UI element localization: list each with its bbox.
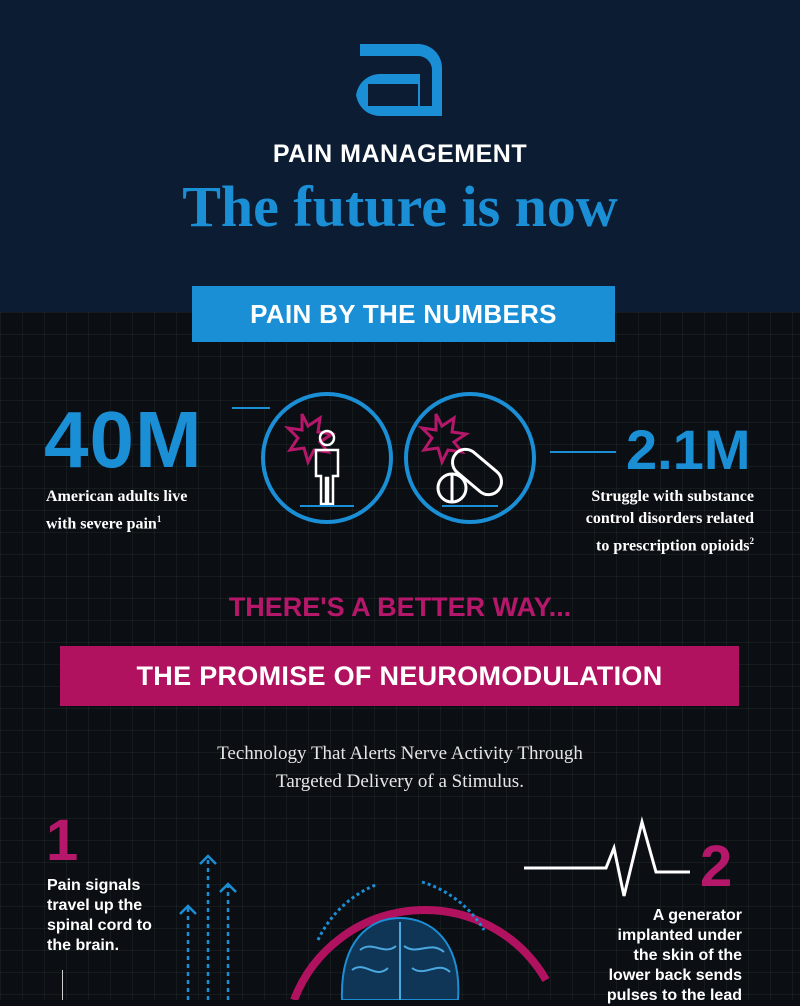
stat-left-ref: 1 xyxy=(156,514,162,524)
page-title: The future is now xyxy=(182,174,618,239)
stat-icons xyxy=(232,392,616,524)
stat-right-line3: to prescription opioids xyxy=(596,537,750,555)
page-kicker: PAIN MANAGEMENT xyxy=(272,140,528,168)
promise-subtitle-line1: Technology That Alerts Nerve Activity Th… xyxy=(217,743,583,764)
numbers-banner: PAIN BY THE NUMBERS xyxy=(192,286,615,342)
numbers-banner-label: PAIN BY THE NUMBERS xyxy=(250,298,557,329)
stat-left-value: 40M xyxy=(44,395,203,484)
neuromodulation-illustration xyxy=(179,816,690,1000)
brain-icon xyxy=(340,916,460,1000)
stat-right-ref: 2 xyxy=(749,536,755,546)
stat-right-line1: Struggle with substance xyxy=(591,488,754,505)
promise-subtitle: Technology That Alerts Nerve Activity Th… xyxy=(150,740,650,796)
stat-left-line1: American adults live xyxy=(46,488,188,505)
up-arrows-icon xyxy=(179,854,237,1000)
promise-banner: THE PROMISE OF NEUROMODULATION xyxy=(60,646,739,706)
better-way-heading: THERE'S A BETTER WAY... xyxy=(228,592,572,622)
heartbeat-icon xyxy=(524,816,690,897)
stat-left-line2: with severe pain xyxy=(46,515,157,533)
step-2-text: A generator implanted under the skin of … xyxy=(606,907,742,1004)
step-1-text: Pain signals travel up the spinal cord t… xyxy=(47,877,152,954)
stat-right-value: 2.1M xyxy=(626,418,751,481)
promise-banner-label: THE PROMISE OF NEUROMODULATION xyxy=(136,660,663,691)
step-2-number: 2 xyxy=(700,834,733,899)
stat-right-text: Struggle with substance control disorder… xyxy=(520,486,754,557)
abbott-logo-icon xyxy=(356,44,442,116)
promise-subtitle-line2: Targeted Delivery of a Stimulus. xyxy=(276,771,524,792)
stat-left-text: American adults live with severe pain1 xyxy=(46,486,266,535)
step-1-connector xyxy=(62,970,63,1000)
stat-right-line2: control disorders related xyxy=(585,510,754,527)
pills-icon xyxy=(404,392,536,524)
person-pain-icon xyxy=(261,392,393,524)
step-1-number: 1 xyxy=(46,808,79,873)
